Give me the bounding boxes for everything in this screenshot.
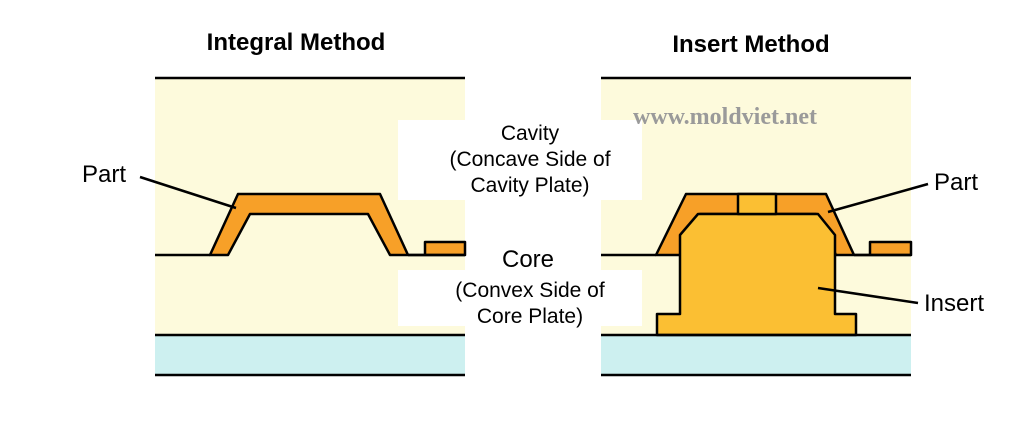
part-label-left: Part: [82, 161, 126, 188]
cavity-label-line3: Cavity Plate): [470, 174, 589, 197]
part-label-right: Part: [934, 169, 978, 196]
insert-pin: [655, 212, 858, 337]
core-label-box: [398, 270, 642, 326]
insert-leader: [817, 286, 919, 305]
integral-method-title: Integral Method: [207, 29, 386, 56]
cavity-label-box: [398, 120, 642, 200]
part-leader-left: [139, 175, 237, 210]
core-label-line2: (Convex Side of: [455, 279, 605, 302]
base-plate-right: [601, 335, 911, 375]
cavity-label-line2: (Concave Side of: [449, 148, 610, 171]
insert-nub: [736, 192, 778, 216]
part-leader-right: [827, 182, 929, 214]
core-label-line1: Core: [502, 246, 554, 273]
part-shape-left: [208, 192, 467, 257]
core-label-line3: Core Plate): [477, 305, 583, 328]
cavity-label-line1: Cavity: [501, 122, 560, 145]
insert-method-title: Insert Method: [672, 31, 829, 58]
insert-label: Insert: [924, 290, 984, 317]
insert-method-diagram: [601, 76, 913, 377]
base-plate-left: [155, 335, 465, 375]
watermark-text: www.moldviet.net: [633, 104, 817, 130]
